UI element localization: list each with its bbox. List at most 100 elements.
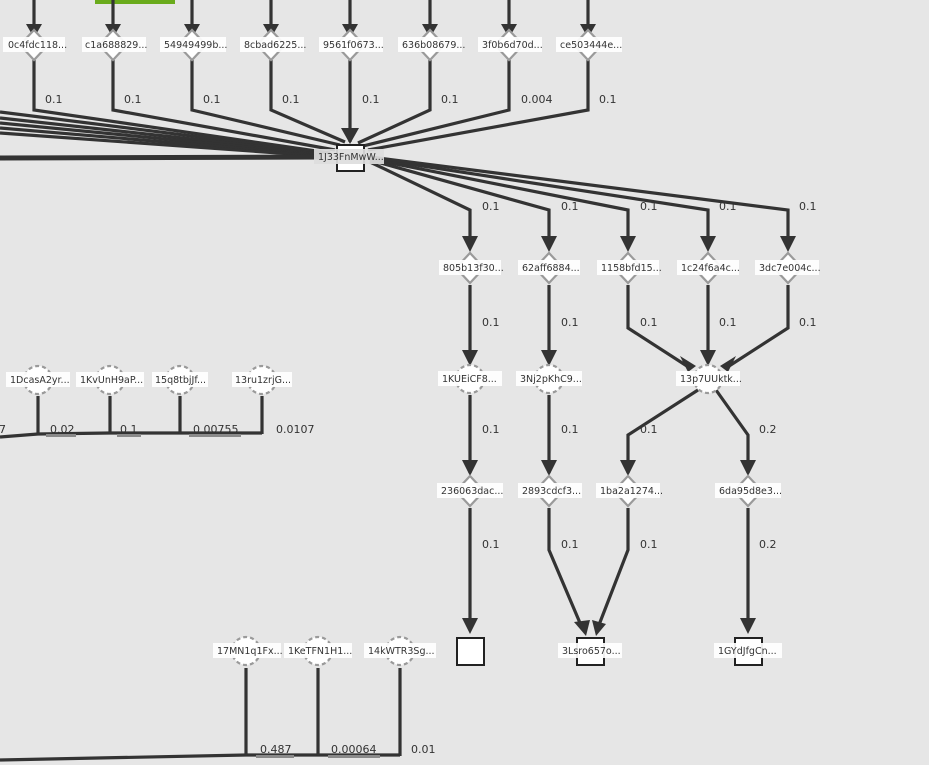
- lower-node-3[interactable]: 14kWTR3Sg...: [364, 635, 436, 667]
- edge-value: 0.1: [362, 93, 380, 106]
- edge-value: 0.1: [482, 200, 500, 213]
- node-label: 1DcasA2yr...: [10, 375, 70, 386]
- top-node-7[interactable]: 3f0b6d70d...: [478, 28, 543, 62]
- tx-node-3[interactable]: 1158bfd15...: [597, 251, 662, 285]
- edge-value: 0.1: [719, 200, 737, 213]
- node-label: 2893cdcf3...: [522, 486, 581, 497]
- node-label: 62aff6884...: [522, 263, 580, 274]
- edge-value: 0.1: [719, 316, 737, 329]
- edge-value: 0.01: [411, 743, 436, 756]
- edge-value: 0.1: [120, 423, 138, 436]
- edge-labels-mid: 0.1 0.1 0.1 0.1 0.1 0.1 0.1 0.1 0.2 0.1 …: [482, 316, 817, 551]
- edge-value: 0.1: [441, 93, 459, 106]
- node-label: 8cbad6225...: [244, 40, 306, 51]
- tx2-node-3[interactable]: 1ba2a1274...: [596, 474, 663, 508]
- edge-value: 0.1: [561, 538, 579, 551]
- edge-labels-left: 7 0.02 0.1 0.00755 0.0107: [0, 423, 315, 437]
- edge-value: 7: [0, 423, 6, 436]
- edge-value: 0.1: [799, 316, 817, 329]
- node-label: 3dc7e004c...: [759, 263, 821, 274]
- edge-value: 0.02: [50, 423, 75, 436]
- node-label: 3Lsro657o...: [562, 646, 621, 657]
- node-label: ce503444e...: [560, 40, 622, 51]
- edge-value: 0.1: [482, 423, 500, 436]
- node-label: 1KeTFN1H1...: [288, 646, 352, 657]
- left-node-1[interactable]: 1DcasA2yr...: [6, 364, 70, 396]
- node-label: 1GYdJfgCn...: [718, 646, 777, 657]
- edge-value: 0.1: [561, 316, 579, 329]
- node-label: c1a688829...: [85, 40, 147, 51]
- addr-node-3[interactable]: 13p7UUktk...: [676, 363, 742, 395]
- addr-node-1[interactable]: 1KUEiCF8...: [438, 363, 502, 395]
- tx2-node-1[interactable]: 236063dac...: [437, 474, 503, 508]
- edge-value: 0.1: [482, 316, 500, 329]
- center-address-node[interactable]: 1J33FnMwW...: [314, 144, 384, 172]
- edges-fan: [369, 155, 790, 248]
- edge-value: 0.1: [599, 93, 617, 106]
- node-label: 13p7UUktk...: [680, 374, 742, 385]
- top-node-5[interactable]: 9561f0673...: [319, 28, 384, 62]
- edge-value: 0.1: [799, 200, 817, 213]
- lower-node-2[interactable]: 1KeTFN1H1...: [284, 635, 352, 667]
- edge-labels-lower: 0.487 0.00064 0.01: [256, 743, 436, 758]
- tx-node-1[interactable]: 805b13f30...: [439, 251, 504, 285]
- bottom-node-2[interactable]: 3Lsro657o...: [558, 637, 622, 666]
- edge-value: 0.00755: [193, 423, 239, 436]
- bottom-node-3[interactable]: 1GYdJfgCn...: [714, 637, 782, 666]
- node-label: 1158bfd15...: [601, 263, 662, 274]
- edge-value: 0.004: [521, 93, 553, 106]
- node-label: 3Nj2pKhC9...: [520, 374, 582, 385]
- node-label: 15q8tbjJf...: [155, 375, 206, 386]
- selection-highlight-bar: [95, 0, 175, 4]
- top-node-1[interactable]: 0c4fdc118...: [3, 28, 67, 62]
- left-node-3[interactable]: 15q8tbjJf...: [152, 364, 208, 396]
- tx2-node-4[interactable]: 6da95d8e3...: [715, 474, 782, 508]
- top-node-4[interactable]: 8cbad6225...: [240, 28, 306, 62]
- edge-value: 0.1: [640, 316, 658, 329]
- tx-node-4[interactable]: 1c24f6a4c...: [677, 251, 740, 285]
- edge-value: 0.2: [759, 423, 777, 436]
- lower-node-1[interactable]: 17MN1q1Fx...: [213, 635, 283, 667]
- bottom-node-1[interactable]: [456, 637, 485, 666]
- address-square-icon: [456, 637, 485, 666]
- edge-value: 0.1: [561, 423, 579, 436]
- node-label: 1KUEiCF8...: [442, 374, 497, 385]
- node-label: 3f0b6d70d...: [482, 40, 543, 51]
- node-label: 54949499b...: [164, 40, 227, 51]
- node-label: 9561f0673...: [323, 40, 384, 51]
- node-label: 6da95d8e3...: [719, 486, 782, 497]
- edge-value: 0.0107: [276, 423, 315, 436]
- node-label: 636b08679...: [402, 40, 465, 51]
- edge-value: 0.1: [640, 423, 658, 436]
- tx-node-2[interactable]: 62aff6884...: [518, 251, 580, 285]
- edge-value: 0.487: [260, 743, 292, 756]
- edge-value: 0.2: [759, 538, 777, 551]
- node-label: 13ru1zrjG...: [235, 375, 291, 386]
- node-label: 805b13f30...: [443, 263, 504, 274]
- edge-value: 0.1: [640, 200, 658, 213]
- top-node-8[interactable]: ce503444e...: [556, 28, 622, 62]
- edges-top: [0, 0, 590, 161]
- node-label: 1ba2a1274...: [600, 486, 663, 497]
- edge-value: 0.1: [640, 538, 658, 551]
- top-node-3[interactable]: 54949499b...: [160, 28, 227, 62]
- tx2-node-2[interactable]: 2893cdcf3...: [518, 474, 582, 508]
- edge-value: 0.00064: [331, 743, 377, 756]
- edge-value: 0.1: [561, 200, 579, 213]
- left-node-4[interactable]: 13ru1zrjG...: [232, 364, 292, 396]
- edge-value: 0.1: [282, 93, 300, 106]
- node-label: 0c4fdc118...: [8, 40, 67, 51]
- node-label: 14kWTR3Sg...: [368, 646, 435, 657]
- node-label: 17MN1q1Fx...: [217, 646, 283, 657]
- edge-value: 0.1: [124, 93, 142, 106]
- edge-value: 0.1: [482, 538, 500, 551]
- edge-value: 0.1: [45, 93, 63, 106]
- tx-node-5[interactable]: 3dc7e004c...: [755, 251, 821, 285]
- top-node-6[interactable]: 636b08679...: [398, 28, 465, 62]
- edge-labels-top: 0.1 0.1 0.1 0.1 0.1 0.1 0.004 0.1: [45, 93, 617, 106]
- left-node-2[interactable]: 1KvUnH9aP...: [76, 364, 144, 396]
- top-node-2[interactable]: c1a688829...: [82, 28, 147, 62]
- node-label: 1KvUnH9aP...: [80, 375, 143, 386]
- addr-node-2[interactable]: 3Nj2pKhC9...: [516, 363, 582, 395]
